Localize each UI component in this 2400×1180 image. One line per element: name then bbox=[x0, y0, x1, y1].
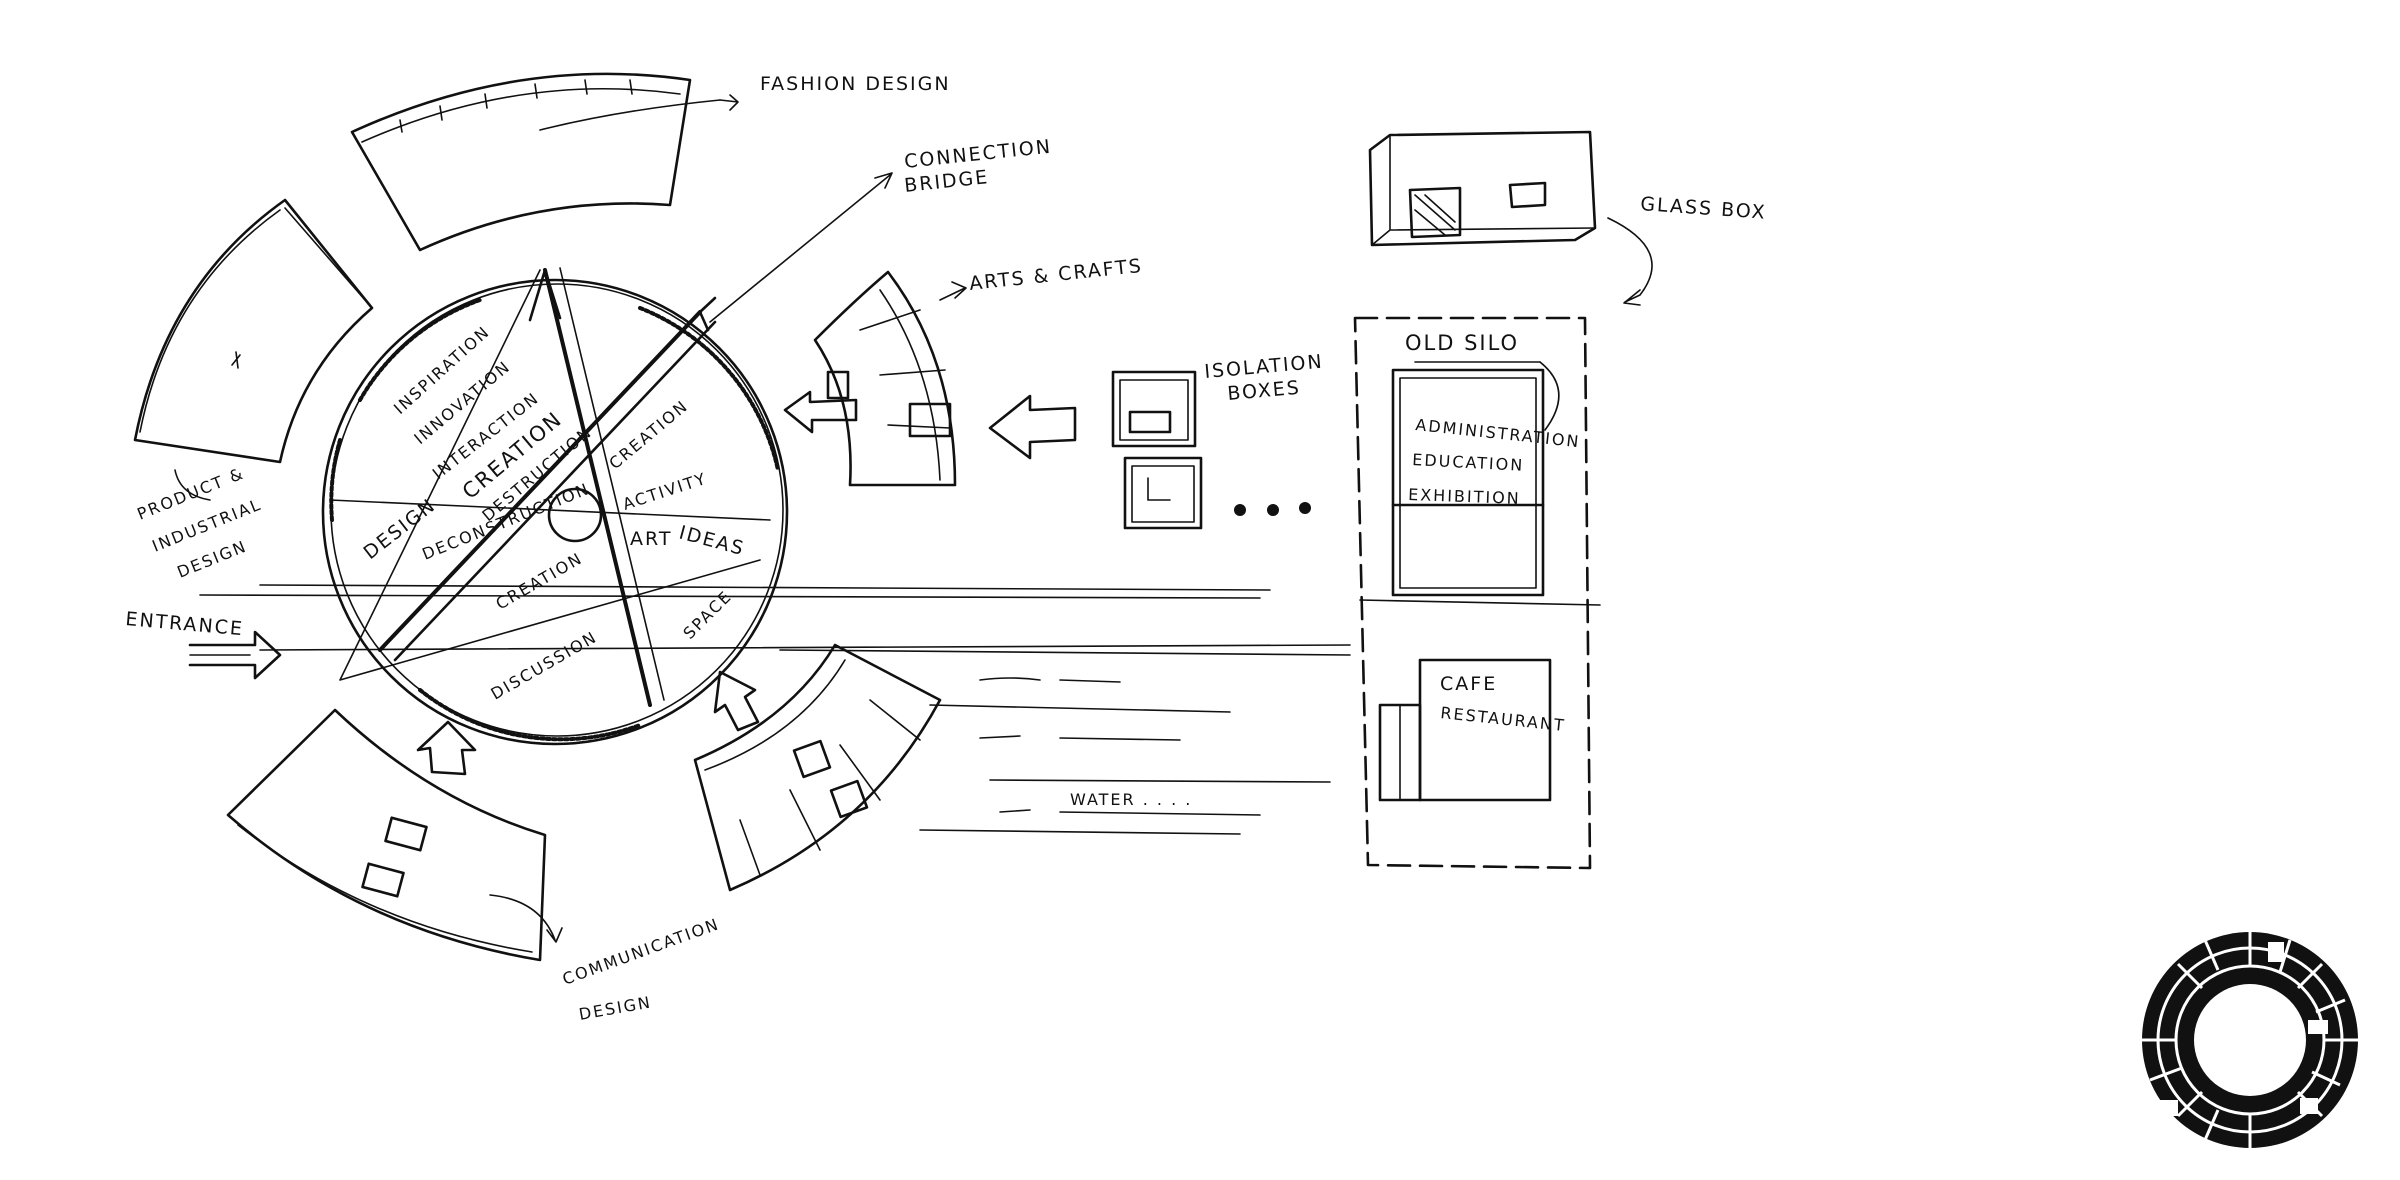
isolation-boxes bbox=[1111, 370, 1311, 530]
lower-right-pavilion bbox=[693, 643, 942, 892]
label-restaurant: RESTAURANT bbox=[1440, 703, 1567, 735]
silo-cafe-block bbox=[1353, 316, 1601, 870]
label-ideas: IDEAS bbox=[677, 522, 748, 561]
label-glass-box: GLASS BOX bbox=[1640, 193, 1768, 224]
label-inspiration: INSPIRATION bbox=[390, 322, 494, 418]
glass-box bbox=[1368, 130, 1597, 247]
label-isolation: ISOLATION bbox=[1204, 351, 1325, 383]
label-administration: ADMINISTRATION bbox=[1415, 415, 1582, 451]
labels: FASHION DESIGN CONNECTION BRIDGE ARTS & … bbox=[125, 73, 1768, 1024]
product-design-pavilion bbox=[133, 198, 374, 464]
arts-crafts-pavilion bbox=[813, 270, 957, 487]
water-lines bbox=[199, 584, 1351, 835]
label-entrance: ENTRANCE bbox=[125, 608, 245, 640]
circular-stamp bbox=[2142, 932, 2358, 1148]
label-communication-design: DESIGN bbox=[577, 992, 653, 1024]
label-communication: COMMUNICATION bbox=[560, 914, 722, 989]
communication-design-pavilion bbox=[226, 708, 547, 962]
label-water: WATER . . . . bbox=[1070, 790, 1192, 809]
label-boxes: BOXES bbox=[1227, 377, 1302, 405]
label-creation-c: CREATION bbox=[493, 548, 587, 613]
central-circle bbox=[321, 267, 789, 746]
label-fashion-design: FASHION DESIGN bbox=[760, 73, 951, 95]
arrows bbox=[174, 94, 1653, 943]
label-discussion: DISCUSSION bbox=[488, 627, 601, 703]
label-activity: ACTIVITY bbox=[620, 469, 709, 514]
label-space: SPACE bbox=[679, 586, 735, 642]
label-education: EDUCATION bbox=[1412, 450, 1525, 475]
label-art: ART bbox=[630, 528, 672, 550]
label-cafe: CAFE bbox=[1440, 673, 1497, 695]
label-creation-b: CREATION bbox=[605, 396, 692, 473]
label-exhibition: EXHIBITION bbox=[1408, 485, 1521, 508]
fashion-design-pavilion bbox=[350, 72, 721, 252]
label-arts-crafts: ARTS & CRAFTS bbox=[968, 255, 1144, 295]
label-old-silo: OLD SILO bbox=[1405, 331, 1519, 355]
